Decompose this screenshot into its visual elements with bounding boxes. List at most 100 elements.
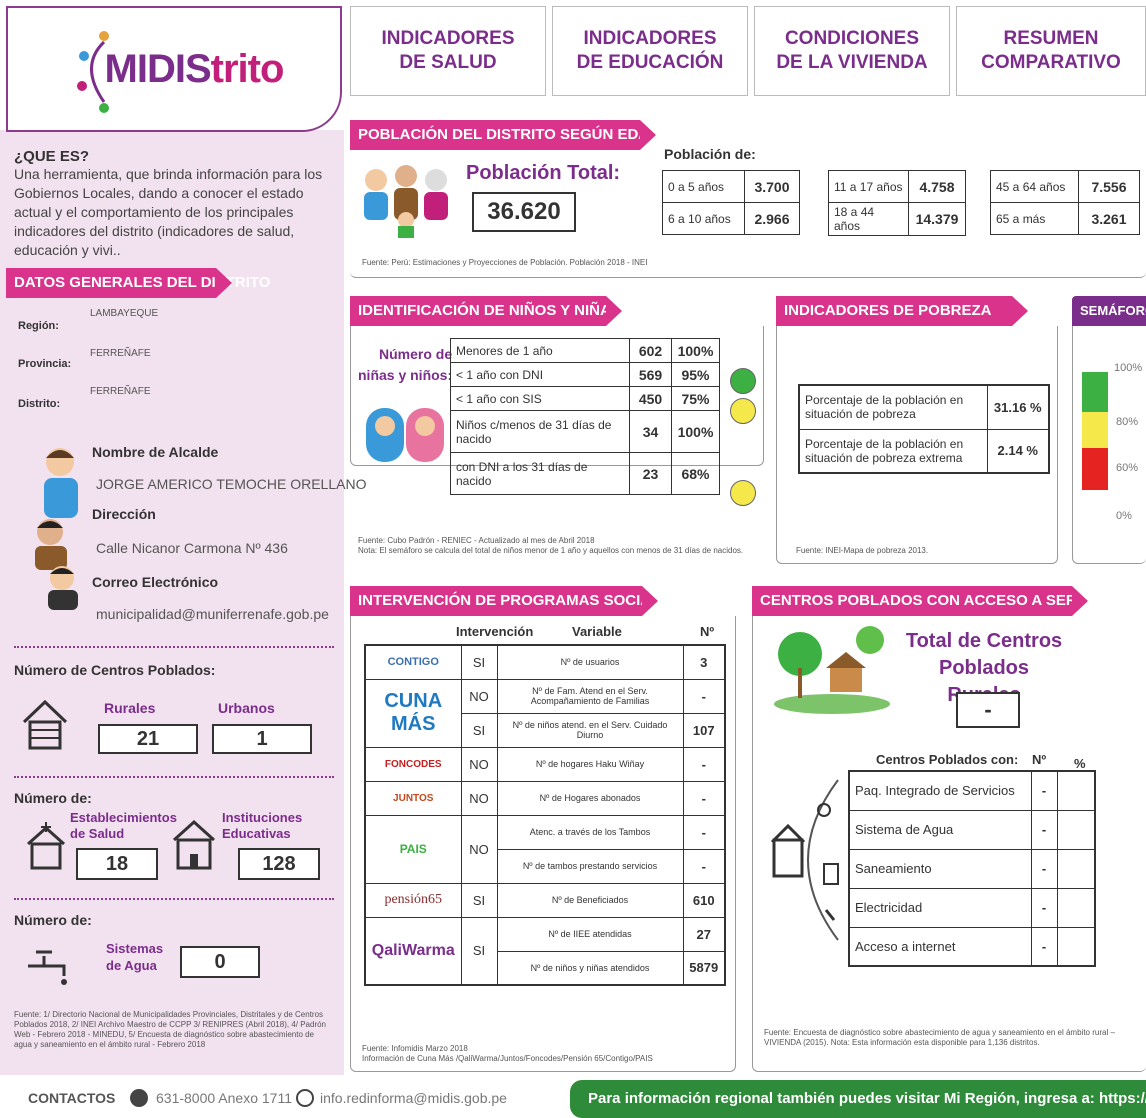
programas-title: INTERVENCIÓN DE PROGRAMAS SOCIALES	[358, 592, 681, 609]
qaliwarma-logo: QaliWarma	[364, 916, 462, 986]
cp-total-value: -	[956, 692, 1020, 728]
table-cell: 3	[682, 644, 726, 680]
table-cell: Nº de Hogares abonados	[496, 780, 684, 816]
table-cell: Nº de usuarios	[496, 644, 684, 680]
table-cell: 31.16 %	[986, 384, 1050, 430]
semaforo-tick: 100%	[1114, 362, 1143, 374]
region-link-bar[interactable]: Para información regional también puedes…	[570, 1080, 1146, 1118]
ninos-title: IDENTIFICACIÓN DE NIÑOS Y NIÑAS	[358, 302, 621, 319]
ninos-label: Número de niñas y niños:	[358, 346, 453, 383]
table-cell: 2.966	[744, 202, 800, 235]
tab-vivienda-label: CONDICIONES DE LA VIVIENDA	[776, 28, 928, 73]
provincia-value: FERREÑAFE	[90, 348, 151, 359]
pobreza-title: INDICADORES DE POBREZA	[784, 302, 992, 319]
table-cell: 75%	[671, 386, 720, 411]
semaforo-banner: SEMÁFORO	[1072, 296, 1146, 326]
cuna-mas-logo: CUNA MÁS	[364, 678, 462, 748]
distrito-label: Distrito:	[18, 398, 61, 410]
table-cell: Nº de tambos prestando servicios	[496, 848, 684, 884]
email-icon	[296, 1089, 314, 1107]
poblacion-banner: POBLACIÓN DEL DISTRITO SEGÚN EDADES	[350, 120, 680, 150]
tab-educacion[interactable]: INDICADORES DE EDUCACIÓN	[552, 6, 748, 96]
health-center-icon	[27, 822, 65, 870]
table-cell: -	[682, 746, 726, 782]
table-cell	[1056, 848, 1096, 889]
table-cell: Niños c/menos de 31 días de nacido	[450, 410, 630, 453]
table-cell: SI	[460, 712, 498, 748]
que-es-text: Una herramienta, que brinda información …	[14, 166, 323, 258]
family-icon	[364, 165, 448, 238]
table-cell: SI	[460, 916, 498, 986]
table-row: Saneamiento-	[848, 848, 1096, 889]
distrito-value: FERREÑAFE	[90, 386, 151, 397]
logo-text-b: trito	[210, 46, 285, 91]
divider	[14, 898, 334, 900]
table-cell: 602	[629, 338, 672, 363]
table-cell: -	[682, 814, 726, 850]
table-cell: 68%	[671, 452, 720, 495]
semaforo-red	[1082, 448, 1108, 490]
table-cell: SI	[460, 644, 498, 680]
email-text[interactable]: info.redinforma@midis.gob.pe	[320, 1090, 507, 1106]
tab-vivienda[interactable]: CONDICIONES DE LA VIVIENDA	[754, 6, 950, 96]
yellow-light-icon	[730, 480, 756, 506]
juntos-logo: JUNTOS	[364, 780, 462, 816]
services-icon	[770, 779, 839, 941]
table-cell: 3.700	[744, 170, 800, 203]
centros-title: Número de Centros Poblados:	[14, 662, 216, 678]
alcalde-value: JORGE AMERICO TEMOCHE ORELLANO	[96, 476, 367, 492]
table-cell: NO	[460, 814, 498, 884]
table-cell: 4.758	[908, 170, 966, 203]
region-label: Región:	[18, 320, 59, 332]
water-tap-icon	[28, 950, 67, 985]
region-link-text: Para información regional también puedes…	[588, 1090, 1146, 1107]
table-cell: 65 a más	[990, 202, 1079, 235]
poblacion-de-label: Población de:	[664, 146, 756, 162]
table-cell: 45 a 64 años	[990, 170, 1079, 203]
semaforo-yellow	[1082, 412, 1108, 448]
yellow-light-icon	[730, 398, 756, 424]
semaforo-tick: 0%	[1116, 510, 1132, 522]
correo-value[interactable]: municipalidad@muniferrenafe.gob.pe	[96, 606, 329, 622]
que-es-title: ¿QUE ES?	[14, 148, 90, 165]
table-cell: NO	[460, 678, 498, 714]
rurales-value: 21	[98, 724, 198, 754]
phone-text[interactable]: 631-8000 Anexo 1711	[156, 1090, 292, 1106]
table-cell: Acceso a internet	[848, 926, 1032, 967]
table-cell: -	[1030, 887, 1058, 928]
tab-salud[interactable]: INDICADORES DE SALUD	[350, 6, 546, 96]
ninos-nota: Nota: El semáforo se calcula del total d…	[358, 546, 744, 555]
table-cell: 11 a 17 años	[828, 170, 909, 203]
table-cell: -	[682, 780, 726, 816]
table-cell: 0 a 5 años	[662, 170, 745, 203]
urbanos-label: Urbanos	[218, 700, 275, 716]
contactos-label: CONTACTOS	[28, 1090, 116, 1106]
provincia-label: Provincia:	[18, 358, 72, 370]
edu-label: Instituciones Educativas	[222, 810, 303, 841]
table-cell	[1056, 770, 1096, 811]
ninos-fuente: Fuente: Cubo Padrón - RENIEC - Actualiza…	[358, 536, 595, 545]
que-es-section: ¿QUE ES? Una herramienta, que brinda inf…	[14, 148, 334, 260]
urbanos-value: 1	[212, 724, 312, 754]
direccion-value: Calle Nicanor Carmona Nº 436	[96, 540, 288, 556]
semaforo-green	[1082, 372, 1108, 412]
phone-icon	[130, 1089, 148, 1107]
semaforo-tick: 60%	[1116, 462, 1139, 474]
table-cell: Nº de niños atend. en el Serv. Cuidado D…	[496, 712, 684, 748]
table-cell: Nº de Beneficiados	[496, 882, 684, 918]
table-cell: -	[1030, 770, 1058, 811]
table-cell: Sistema de Agua	[848, 809, 1032, 850]
logo[interactable]: MIDIStrito	[6, 6, 342, 132]
table-cell: 18 a 44 años	[828, 202, 909, 236]
tab-resumen[interactable]: RESUMEN COMPARATIVO	[956, 6, 1146, 96]
table-cell: -	[1030, 809, 1058, 850]
table-cell: 7.556	[1078, 170, 1140, 203]
table-cell: 34	[629, 410, 672, 453]
